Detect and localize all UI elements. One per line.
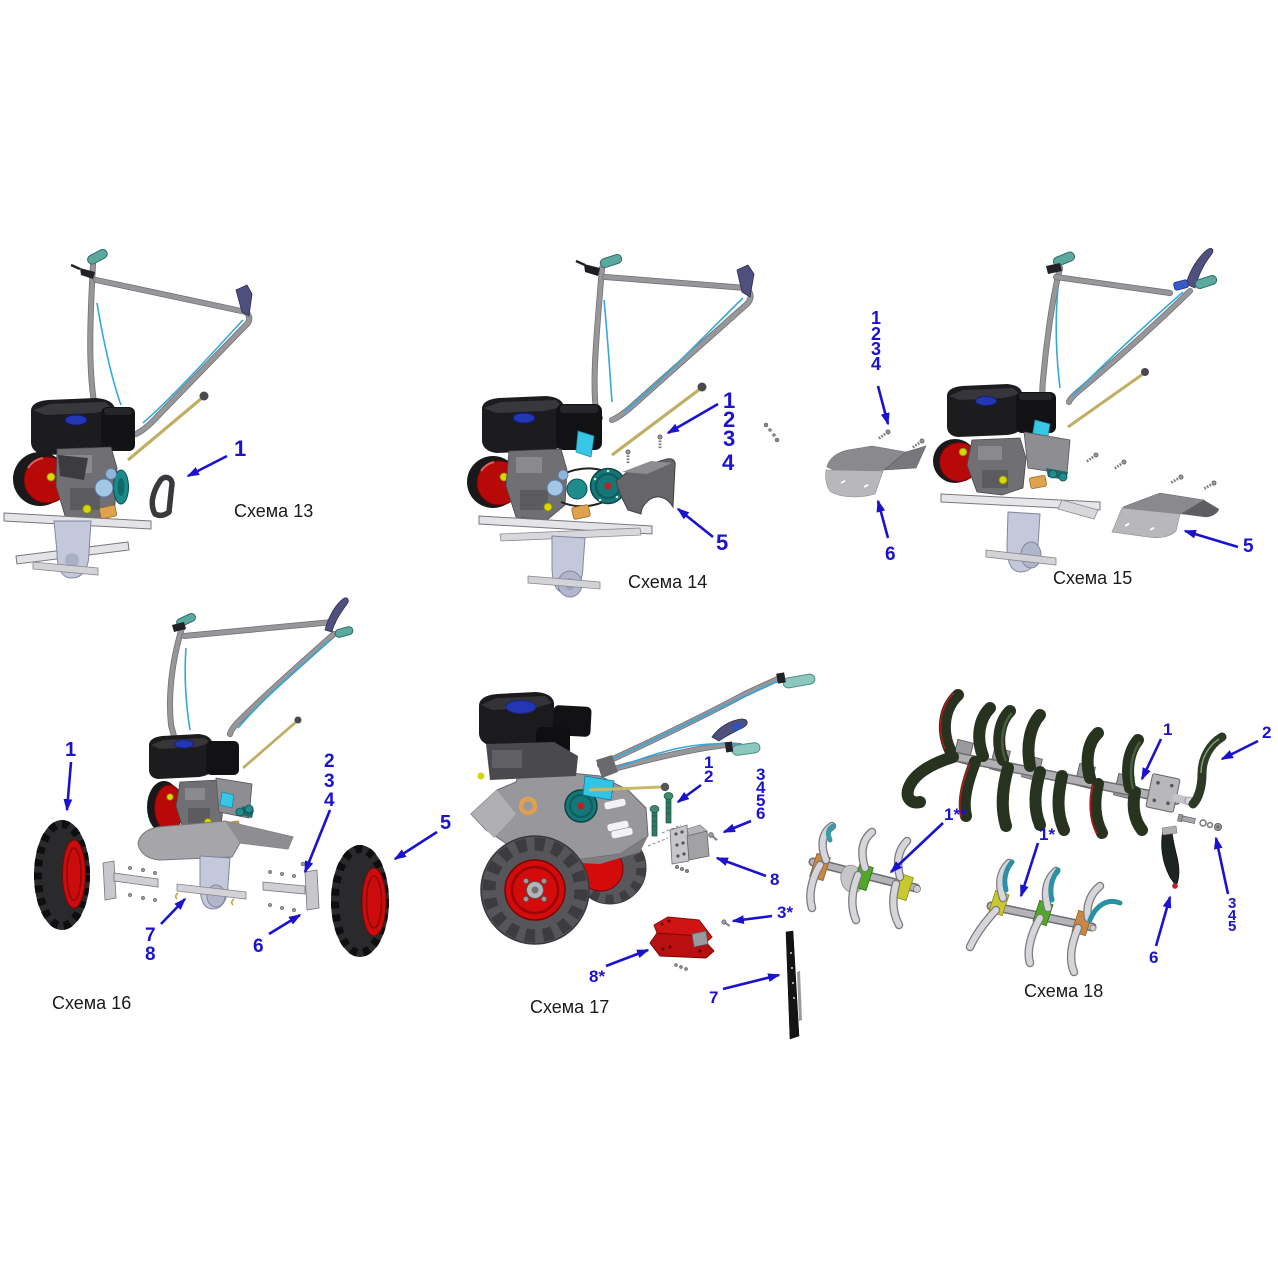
svg-text:3: 3 — [1228, 895, 1236, 912]
svg-text:8: 8 — [145, 944, 156, 965]
svg-text:2: 2 — [1262, 723, 1271, 742]
svg-text:Схема 15: Схема 15 — [1053, 568, 1132, 588]
svg-text:2: 2 — [704, 767, 713, 786]
svg-text:Схема 17: Схема 17 — [530, 997, 609, 1017]
svg-text:5: 5 — [440, 812, 451, 834]
svg-text:2: 2 — [723, 407, 735, 432]
svg-text:7: 7 — [709, 988, 718, 1007]
svg-text:1: 1 — [65, 739, 76, 761]
svg-text:3: 3 — [756, 765, 765, 784]
svg-text:8: 8 — [770, 870, 779, 889]
svg-text:7: 7 — [145, 925, 156, 946]
svg-text:2: 2 — [324, 751, 335, 772]
svg-text:4: 4 — [871, 354, 881, 374]
svg-text:5: 5 — [756, 791, 765, 810]
svg-text:1: 1 — [871, 308, 881, 328]
svg-text:3*: 3* — [777, 903, 793, 922]
svg-text:6: 6 — [253, 936, 264, 957]
svg-text:1*: 1* — [1039, 825, 1055, 844]
svg-text:Схема 16: Схема 16 — [52, 993, 131, 1013]
svg-text:Схема 13: Схема 13 — [234, 501, 313, 521]
svg-text:4: 4 — [722, 450, 735, 475]
svg-text:5: 5 — [1228, 918, 1236, 935]
svg-text:6: 6 — [885, 544, 896, 565]
svg-text:4: 4 — [1228, 907, 1237, 924]
svg-text:3: 3 — [324, 771, 335, 792]
svg-text:1: 1 — [234, 436, 246, 461]
svg-text:Схема 14: Схема 14 — [628, 572, 707, 592]
svg-text:6: 6 — [1149, 948, 1158, 967]
svg-text:2: 2 — [871, 324, 881, 344]
svg-text:1: 1 — [1163, 720, 1172, 739]
svg-text:Схема 18: Схема 18 — [1024, 981, 1103, 1001]
svg-text:3: 3 — [723, 426, 735, 451]
svg-text:4: 4 — [756, 778, 766, 797]
svg-text:6: 6 — [756, 804, 765, 823]
svg-text:8*: 8* — [589, 967, 605, 986]
svg-text:5: 5 — [1243, 536, 1254, 557]
svg-text:5: 5 — [716, 530, 728, 555]
svg-text:3: 3 — [871, 339, 881, 359]
svg-text:1: 1 — [704, 753, 713, 772]
svg-text:1**: 1** — [944, 805, 967, 824]
svg-text:1: 1 — [723, 388, 735, 413]
svg-text:4: 4 — [324, 790, 335, 811]
